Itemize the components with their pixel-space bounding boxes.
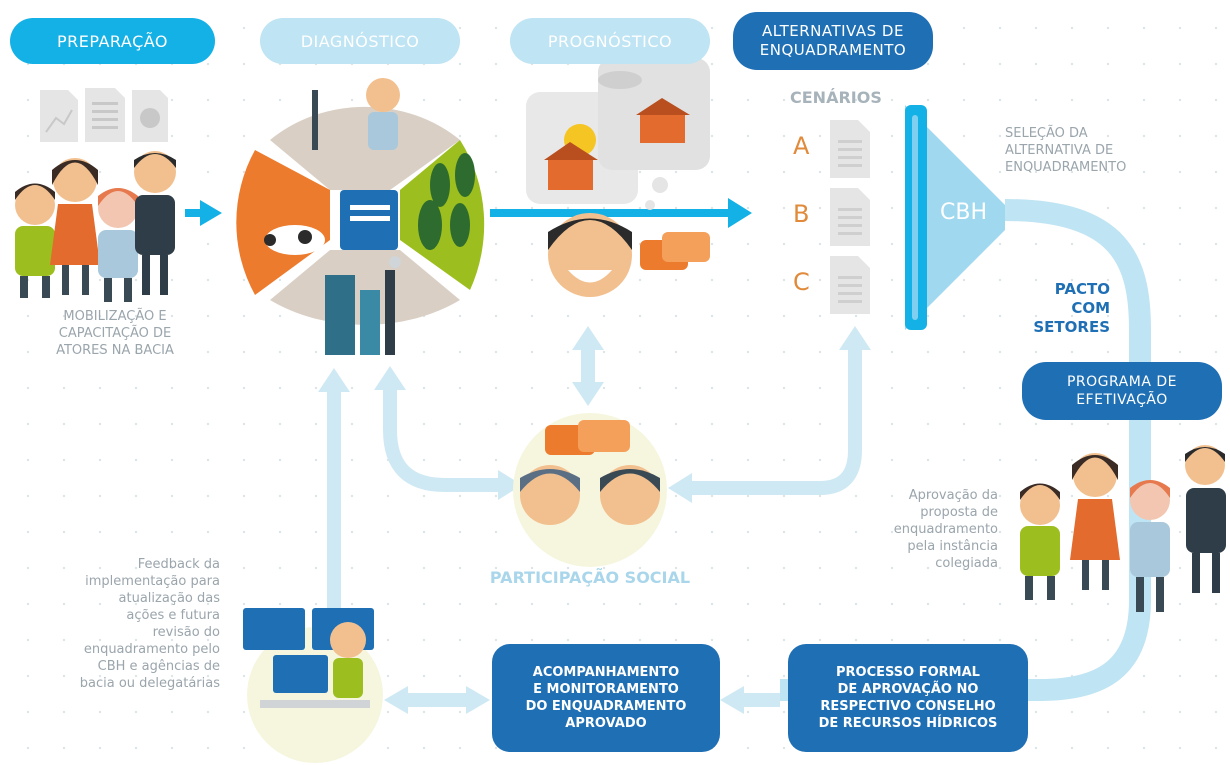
stage-prognostico: PROGNÓSTICO — [510, 18, 710, 64]
scenario-a-label: A — [793, 132, 810, 160]
people-group-left — [15, 151, 176, 302]
programa-efetivacao-pill: PROGRAMA DE EFETIVAÇÃO — [1022, 362, 1222, 420]
feedback-caption: Feedback da implementação para atualizaç… — [79, 557, 220, 691]
cbh-funnel — [905, 105, 1005, 330]
processo-formal-box: PROCESSO FORMAL DE APROVAÇÃO NO RESPECTI… — [788, 644, 1028, 752]
aprovacao-caption: Aprovação da proposta de enquadramento p… — [893, 488, 998, 571]
selecao-caption: SELEÇÃO DA ALTERNATIVA DE ENQUADRAMENTO — [1005, 126, 1127, 175]
stage-preparacao: PREPARAÇÃO — [10, 18, 215, 64]
arrow-diag-to-participation — [383, 385, 500, 492]
preparacao-caption: MOBILIZAÇÃO E CAPACITAÇÃO DE ATORES NA B… — [56, 309, 174, 358]
participacao-social-label: PARTICIPAÇÃO SOCIAL — [489, 568, 691, 587]
cbh-label: CBH — [940, 200, 987, 225]
arrow-alt-to-participation — [690, 345, 862, 495]
arrow-diag-to-alternatives — [490, 198, 752, 228]
participation-circle — [513, 413, 667, 567]
scenario-c-label: C — [793, 268, 810, 296]
arrow-prep-to-diag — [185, 200, 222, 226]
computer-person — [243, 608, 383, 763]
pacto-label: PACTO COM SETORES — [1033, 280, 1110, 336]
stage-diagnostico: DIAGNÓSTICO — [260, 18, 460, 64]
document-icons — [40, 88, 168, 142]
people-group-right — [1020, 445, 1226, 612]
diagnostic-wheel — [236, 78, 485, 355]
cenarios-title: CENÁRIOS — [790, 88, 882, 107]
scenario-b-label: B — [793, 200, 810, 228]
acompanhamento-box: ACOMPANHAMENTO E MONITORAMENTO DO ENQUAD… — [492, 644, 720, 752]
stage-alternativas: ALTERNATIVAS DE ENQUADRAMENTO — [733, 12, 933, 70]
flow-band — [780, 199, 1151, 701]
prognostico-scene — [526, 58, 710, 297]
